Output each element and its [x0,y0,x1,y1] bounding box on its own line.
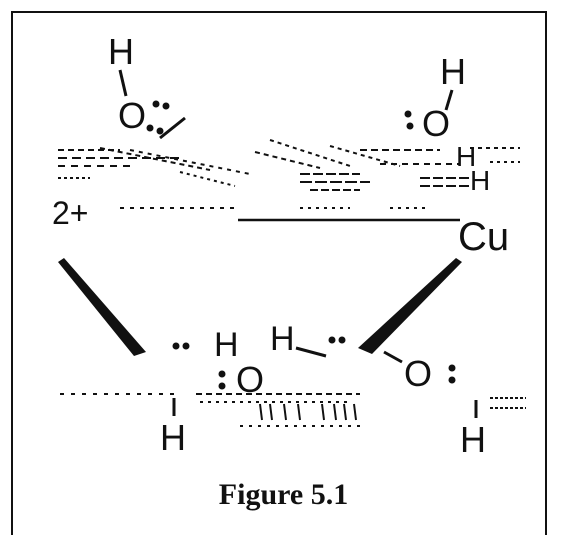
figure-caption: Figure 5.1 [218,478,349,511]
atom-h-bottom-left: H [160,417,186,458]
bond-h-bottom-mid [295,346,327,358]
atom-cu: Cu [458,215,509,259]
atom-h-mid-right-b: H [470,165,490,196]
bond-o-bottom-right-upper [383,350,403,364]
lone-pair-bottom-mid [328,336,346,344]
lone-pair-bottom-right-o [448,364,456,384]
figure-frame [11,11,547,535]
lone-pair-top-left [146,100,170,135]
atom-h-top-left: H [108,31,134,72]
wedge-bond-left [58,258,146,356]
atom-o-bottom-right: O [404,353,432,394]
atom-h-bottom-mid-b: H [270,320,295,358]
atom-h-bottom-right: H [460,419,486,460]
bond-h-o-top-left [118,69,128,97]
lone-pair-bottom-left-outer [172,342,190,350]
hatched-bond-region-bottom [60,393,526,427]
charge-label: 2+ [52,195,88,231]
atom-h-mid-right-a: H [456,141,476,172]
atom-o-top-right: O [422,103,450,144]
bond-h-o-top-right [444,89,454,111]
bond-o-top-left [159,116,186,140]
atom-h-top-right: H [440,51,466,92]
atom-o-top-left: O [118,95,146,136]
atom-h-bottom-mid-a: H [214,326,239,364]
wedge-bond-right [358,258,462,354]
lone-pair-top-right [404,110,414,130]
hatched-bond-region [58,139,520,209]
lone-pair-bottom-left-o [218,370,226,390]
